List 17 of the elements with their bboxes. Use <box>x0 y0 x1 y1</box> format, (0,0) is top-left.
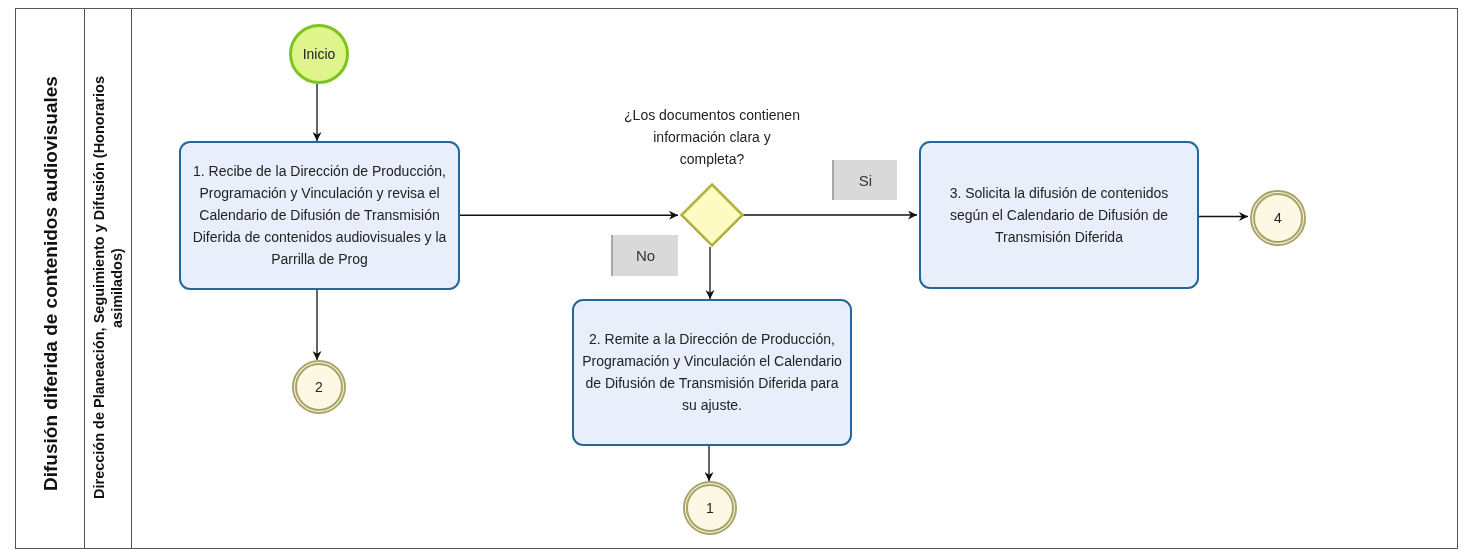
pool-title: Difusión diferida de contenidos audiovisuales <box>39 75 62 494</box>
start-event-circle: Inicio <box>289 23 349 84</box>
end-event-circle: 2 <box>292 359 346 414</box>
task-box: 3. Solicita la difusión de contenidos según el Calendario de Difusión de Transmisión Diferida <box>919 140 1199 289</box>
arrow <box>312 289 322 361</box>
edge-label: Si <box>832 160 897 200</box>
arrow <box>741 210 918 220</box>
end-event-circle: 1 <box>683 480 737 535</box>
lane-title: Dirección de Planeación, Seguimiento y Difusión (Honorarios asimilados) <box>90 75 126 501</box>
arrow <box>312 83 322 142</box>
arrow <box>704 445 714 482</box>
task-box: 1. Recibe de la Dirección de Producción, Programación y Vinculación y revisa el Calendario de Difusión de Transmisión Diferida de contenidos audiovisuales y la Parrilla de Prog <box>179 140 460 290</box>
end-event-circle: 4 <box>1250 189 1306 246</box>
edge-label: No <box>611 235 678 276</box>
gateway-question: ¿Los documentos contienen información clara y completa? <box>623 105 801 169</box>
arrow <box>705 246 715 300</box>
task-box: 2. Remite a la Dirección de Producción, Programación y Vinculación el Calendario de Difusión de Transmisión Diferida para su ajuste. <box>572 298 852 446</box>
